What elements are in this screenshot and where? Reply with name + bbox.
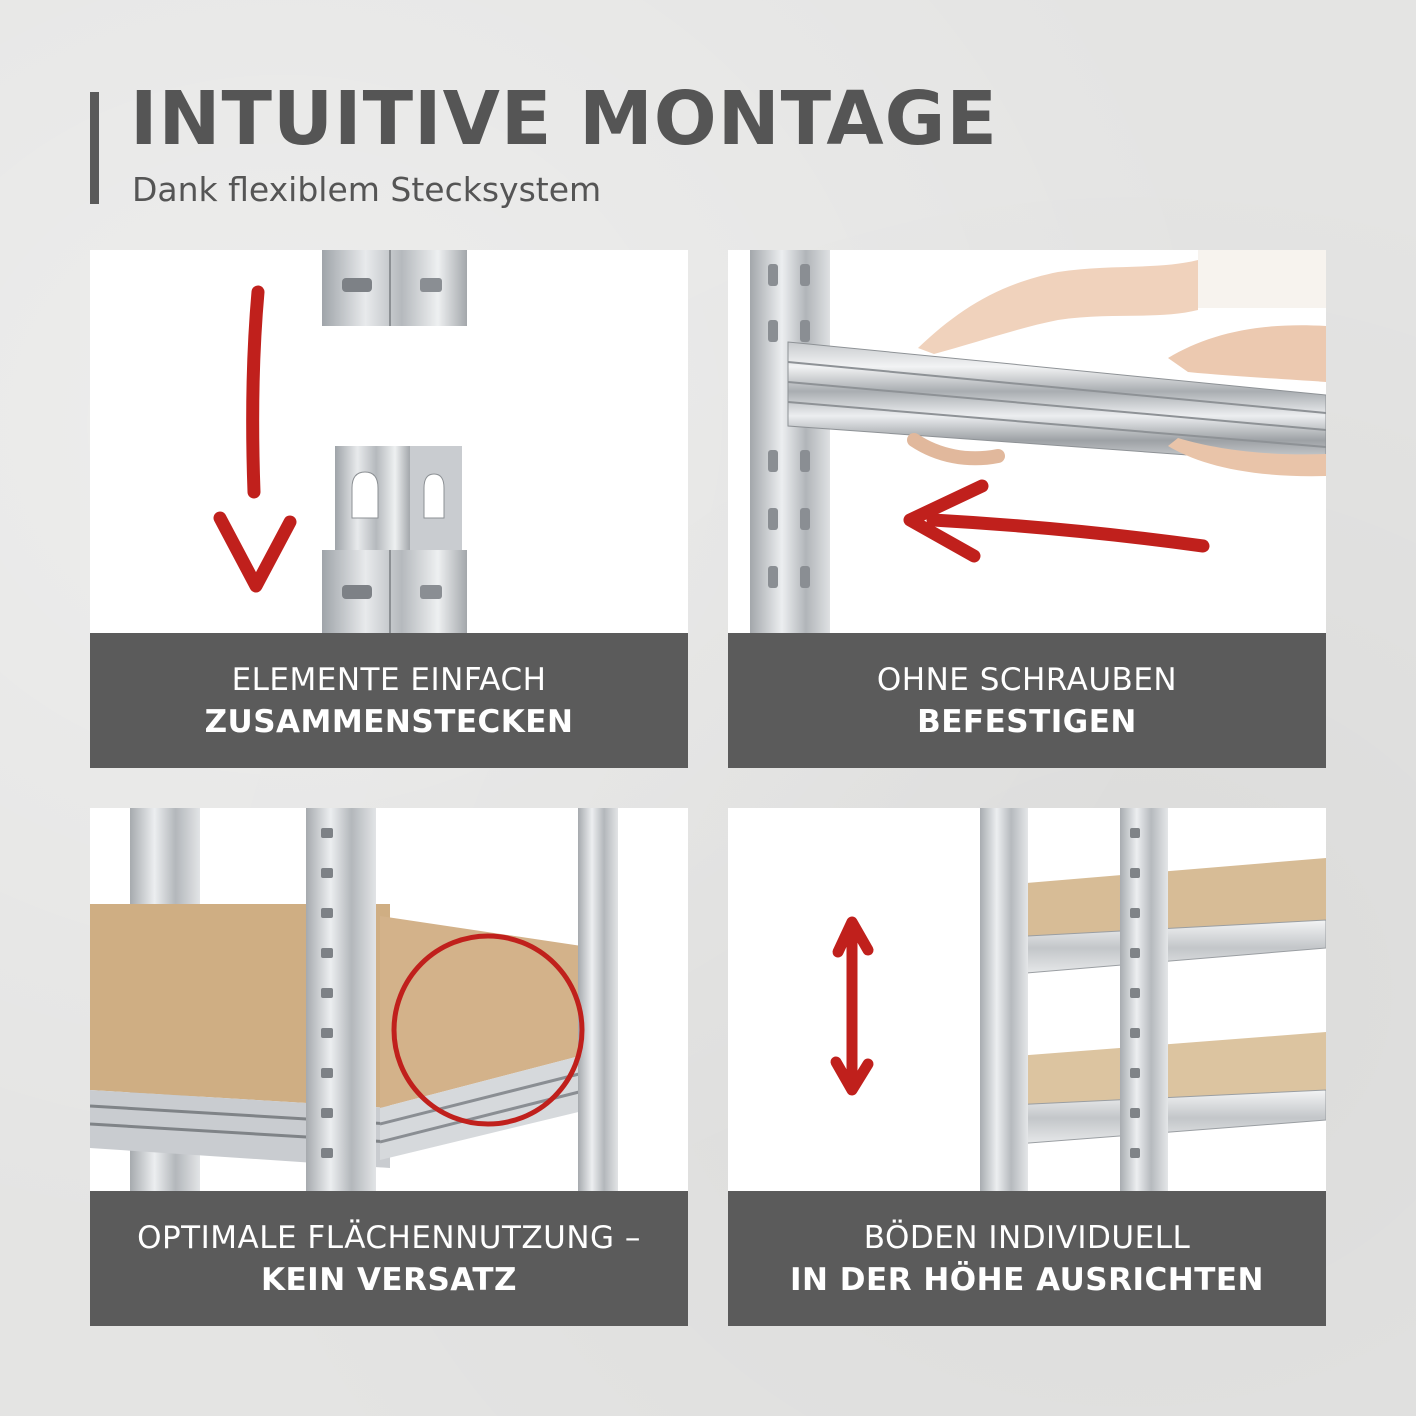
caption-line-1: OHNE SCHRAUBEN [876, 661, 1178, 698]
feature-tile-no-screws: OHNE SCHRAUBEN BEFESTIGEN [728, 250, 1326, 768]
down-arrow-icon [213, 285, 297, 593]
posts-plug-together-image [213, 250, 467, 633]
caption-line-2: KEIN VERSATZ [260, 1261, 518, 1298]
lower-post-icon [322, 446, 467, 633]
adjustable-shelves-image [830, 808, 1326, 1191]
page-title: INTUITIVE MONTAGE [130, 76, 998, 162]
caption-line-2: BEFESTIGEN [917, 703, 1137, 740]
feature-tile-adjustable-height: BÖDEN INDIVIDUELL IN DER HÖHE AUSRICHTEN [728, 808, 1326, 1326]
up-down-arrow-icon [830, 916, 874, 1096]
caption-line-1: ELEMENTE EINFACH [231, 661, 547, 698]
left-arrow-icon [903, 479, 1210, 563]
caption: OHNE SCHRAUBEN BEFESTIGEN [728, 633, 1326, 768]
upper-post-icon [322, 250, 467, 326]
caption-line-1: BÖDEN INDIVIDUELL [863, 1219, 1191, 1256]
shelf-board-image [90, 808, 618, 1191]
caption: BÖDEN INDIVIDUELL IN DER HÖHE AUSRICHTEN [728, 1191, 1326, 1326]
caption-line-2: IN DER HÖHE AUSRICHTEN [790, 1261, 1264, 1298]
page-subtitle: Dank flexiblem Stecksystem [132, 170, 602, 209]
left-post-icon [980, 808, 1028, 1191]
caption-line-1: OPTIMALE FLÄCHENNUTZUNG – [137, 1219, 641, 1256]
caption: OPTIMALE FLÄCHENNUTZUNG – KEIN VERSATZ [90, 1191, 688, 1326]
crossbar-insert-image [750, 250, 1326, 633]
post-icon [750, 250, 830, 633]
caption-line-2: ZUSAMMENSTECKEN [204, 703, 574, 740]
magnifier-circle-icon [391, 933, 585, 1127]
hands-icon [907, 250, 1326, 477]
title-accent-bar [90, 92, 99, 204]
feature-tile-space-usage: OPTIMALE FLÄCHENNUTZUNG – KEIN VERSATZ [90, 808, 688, 1326]
right-post-icon [578, 808, 618, 1191]
right-post-icon [1120, 808, 1168, 1191]
crossbar-icon [787, 341, 1326, 466]
feature-tile-plug-together: ELEMENTE EINFACH ZUSAMMENSTECKEN [90, 250, 688, 768]
middle-post-icon [306, 808, 376, 1191]
caption: ELEMENTE EINFACH ZUSAMMENSTECKEN [90, 633, 688, 768]
